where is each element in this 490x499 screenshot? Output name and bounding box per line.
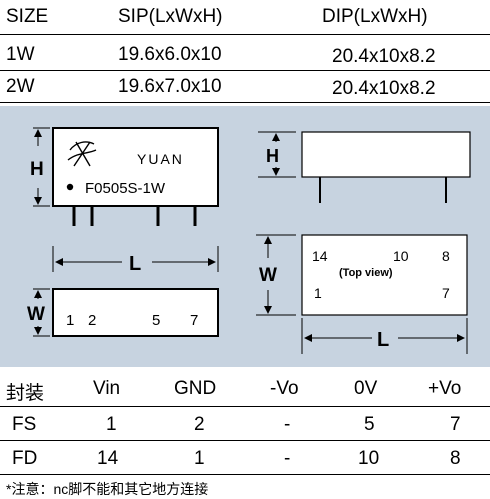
dip-pin-1: 1	[314, 285, 322, 301]
fd-vin: 14	[97, 448, 119, 469]
dip-side-body	[301, 131, 471, 178]
sip-brand-label: YUAN	[137, 151, 184, 167]
yuan-logo-icon	[67, 141, 97, 167]
sip-bottom-body	[52, 288, 219, 337]
dip-width-label: W	[259, 265, 277, 286]
dip-top-view-label: (Top view)	[339, 267, 393, 279]
fs-pos-vo: 7	[450, 414, 461, 435]
row-2w-size: 2W	[6, 76, 35, 97]
pin-table-divider	[0, 474, 490, 475]
dip-length-label: L	[377, 329, 389, 351]
row-1w-size: 1W	[6, 44, 35, 65]
row-2w-dip: 20.4x10x8.2	[332, 78, 436, 99]
sip-pin-leads	[72, 206, 197, 226]
dip-width-dimension	[256, 234, 296, 316]
neg-vo-header: -Vo	[270, 378, 299, 399]
table-divider	[0, 34, 490, 35]
fs-package: FS	[12, 414, 37, 435]
table-divider	[0, 70, 490, 71]
dip-pin-10: 10	[393, 248, 409, 264]
connection-note: *注意：nc脚不能和其它地方连接	[6, 481, 209, 497]
dip-top-view: 14 10 8 (Top view) 1 7 W L	[256, 234, 468, 354]
pin-table-divider	[0, 440, 490, 441]
fd-pos-vo: 8	[450, 448, 461, 469]
fs-zero-v: 5	[364, 414, 375, 435]
dip-side-view: H	[258, 131, 471, 203]
row-1w-sip: 19.6x6.0x10	[118, 44, 222, 65]
dip-pin-8: 8	[442, 248, 450, 264]
dip-height-dimension	[258, 131, 296, 178]
sip-pin-2: 2	[88, 312, 96, 329]
dimension-diagram: YUAN F0505S-1W H L 1 2 5 7	[27, 127, 471, 354]
dip-pin-14: 14	[312, 248, 328, 264]
sip-front-view: YUAN F0505S-1W H L	[30, 127, 219, 275]
sip-pin-5: 5	[152, 312, 160, 329]
vin-header: Vin	[93, 378, 121, 399]
dip-height-label: H	[266, 146, 279, 166]
gnd-header: GND	[174, 378, 217, 399]
dip-header: DIP(LxWxH)	[322, 6, 428, 27]
package-header: 封装	[6, 383, 45, 404]
sip-length-label: L	[129, 253, 141, 275]
fd-zero-v: 10	[358, 448, 380, 469]
sip-pin-7: 7	[190, 312, 198, 329]
sip-header: SIP(LxWxH)	[118, 6, 223, 27]
zero-v-header: 0V	[354, 378, 378, 399]
pin1-dot-icon	[66, 183, 74, 191]
sip-width-dimension	[33, 288, 50, 337]
size-header: SIZE	[6, 6, 49, 27]
fd-package: FD	[12, 448, 38, 469]
sip-height-label: H	[30, 159, 44, 180]
row-2w-sip: 19.6x7.0x10	[118, 76, 222, 97]
table-divider	[0, 102, 490, 103]
fs-vin: 1	[106, 414, 117, 435]
sip-bottom-view: 1 2 5 7 W	[27, 288, 219, 337]
pin-table-divider	[0, 406, 490, 407]
pos-vo-header: +Vo	[428, 378, 462, 399]
dip-side-leads	[319, 177, 447, 203]
dip-length-dimension	[301, 318, 468, 354]
sip-width-label: W	[27, 304, 45, 325]
fs-neg-vo: -	[284, 414, 291, 435]
sip-height-dimension	[33, 127, 50, 207]
dip-top-body	[301, 234, 468, 316]
sip-model-label: F0505S-1W	[85, 180, 166, 197]
fd-gnd: 1	[194, 448, 205, 469]
dip-pin-7: 7	[442, 285, 450, 301]
sip-front-body	[52, 127, 219, 207]
fs-gnd: 2	[194, 414, 205, 435]
sip-length-dimension	[52, 246, 219, 272]
sip-pin-1: 1	[66, 312, 74, 329]
fd-neg-vo: -	[284, 448, 291, 469]
row-1w-dip: 20.4x10x8.2	[332, 46, 436, 67]
